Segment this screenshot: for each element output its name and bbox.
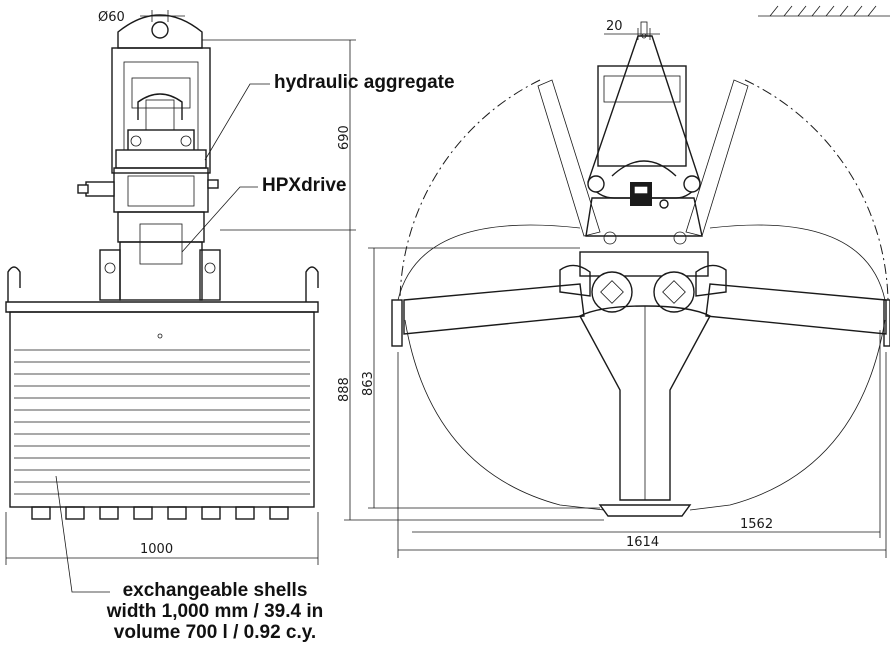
callout-hydraulic-aggregate: hydraulic aggregate bbox=[274, 72, 455, 93]
callout-hpxdrive: HPXdrive bbox=[262, 175, 347, 196]
dim-shell-width: 1000 bbox=[140, 542, 173, 557]
dim-top-offset: 20 bbox=[606, 19, 623, 34]
front-view bbox=[5, 10, 356, 593]
callout-shells: exchangeable shells width 1,000 mm / 39.… bbox=[100, 580, 330, 643]
shells-line-1: exchangeable shells bbox=[122, 580, 308, 601]
dim-shell-height: 863 bbox=[361, 371, 376, 396]
dim-upper-height: 690 bbox=[337, 125, 352, 150]
shells-line-2: width 1,000 mm / 39.4 in bbox=[106, 601, 324, 622]
shells-line-3: volume 700 l / 0.92 c.y. bbox=[113, 622, 317, 643]
dim-total-height: 888 bbox=[337, 377, 352, 402]
dim-open-width-outer: 1614 bbox=[626, 535, 659, 550]
dim-pin-diameter: Ø60 bbox=[98, 10, 125, 25]
side-view bbox=[344, 5, 890, 558]
dim-open-width-inner: 1562 bbox=[740, 517, 773, 532]
